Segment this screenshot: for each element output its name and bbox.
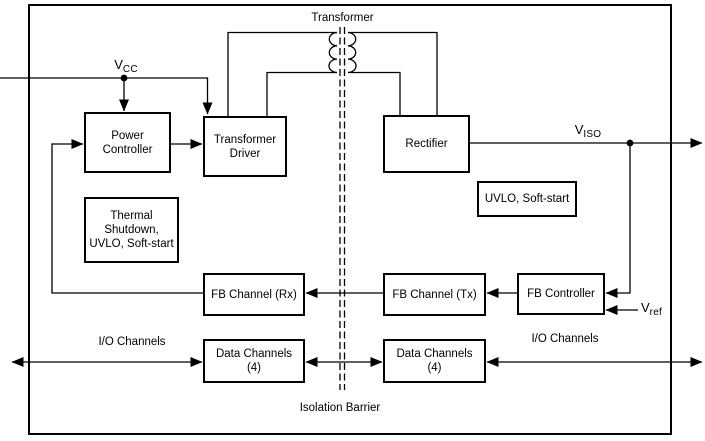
block-label: FB Controller — [527, 288, 595, 300]
wire-secondary-bottom — [348, 71, 401, 115]
signal-base: V — [641, 300, 650, 315]
block-label: Transformer Driver — [213, 133, 277, 160]
block-label: Power Controller — [102, 129, 153, 156]
signal-base: V — [574, 122, 584, 137]
block-fb-controller: FB Controller — [517, 273, 605, 315]
transformer-coil-primary — [328, 31, 338, 74]
label-transformer: Transformer — [300, 12, 385, 25]
junction-dot-viso — [626, 139, 634, 147]
wire-primary-bottom — [266, 71, 337, 116]
label-vcc: VCC — [106, 57, 146, 75]
label-isolation-barrier: Isolation Barrier — [295, 402, 385, 415]
wire-viso-to-fb-controller — [605, 143, 631, 298]
label-viso: VISO — [564, 122, 612, 140]
block-fb-channel-rx: FB Channel (Rx) — [203, 273, 305, 316]
signal-subscript: ref — [649, 307, 662, 318]
block-data-channels-right: Data Channels (4) — [383, 339, 486, 383]
signal-base: V — [114, 57, 123, 72]
block-data-channels-left: Data Channels (4) — [203, 339, 305, 383]
junction-dot-vcc — [120, 74, 128, 82]
block-thermal-shutdown-uvlo: Thermal Shutdown, UVLO, Soft-start — [84, 197, 179, 263]
block-label: Rectifier — [405, 138, 448, 150]
wire-fb-rx-to-power-controller — [51, 139, 203, 294]
block-rectifier: Rectifier — [383, 115, 470, 173]
wire-vcc-rail — [0, 77, 213, 115]
signal-subscript: CC — [122, 64, 138, 75]
block-uvlo-soft-start: UVLO, Soft-start — [477, 181, 577, 217]
device-outline — [28, 4, 672, 435]
block-label: UVLO, Soft-start — [484, 193, 570, 205]
block-label: FB Channel (Tx) — [392, 288, 477, 301]
label-text: I/O Channels — [531, 333, 599, 345]
block-label: FB Channel (Rx) — [211, 288, 297, 301]
wire-primary-top — [227, 31, 337, 116]
block-power-controller: Power Controller — [84, 112, 171, 173]
label-io-channels-left: I/O Channels — [95, 336, 169, 349]
block-label: Data Channels (4) — [396, 348, 473, 374]
label-io-channels-right: I/O Channels — [528, 333, 602, 346]
signal-subscript: ISO — [583, 129, 602, 140]
block-label: Thermal Shutdown, UVLO, Soft-start — [89, 210, 174, 250]
label-text: Transformer — [311, 12, 374, 24]
block-label: Data Channels (4) — [215, 348, 293, 374]
label-vref: Vref — [641, 300, 675, 318]
block-fb-channel-tx: FB Channel (Tx) — [383, 273, 486, 316]
label-text: Isolation Barrier — [299, 402, 381, 414]
wire-secondary-top — [348, 31, 438, 115]
label-text: I/O Channels — [98, 336, 166, 348]
block-transformer-driver: Transformer Driver — [203, 116, 287, 177]
transformer-coil-secondary — [347, 31, 357, 74]
